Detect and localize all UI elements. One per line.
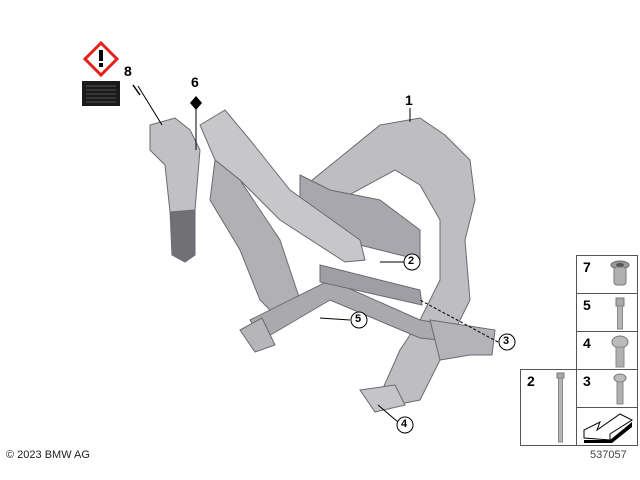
arrow-icon [583, 413, 634, 443]
direction-arrow-cell [576, 407, 638, 446]
pan-head-screw-icon [613, 373, 627, 405]
callout-6[interactable]: 6 [191, 74, 199, 90]
part-cell-2[interactable]: 2 [520, 369, 577, 446]
leader-lines [137, 85, 499, 423]
warning-label-icon [82, 81, 120, 106]
callout-1[interactable]: 1 [405, 92, 413, 108]
copyright: © 2023 BMW AG [6, 449, 90, 461]
part-cell-5[interactable]: 5 [576, 293, 638, 332]
callout-5[interactable]: 5 [355, 313, 362, 325]
part-cell-7[interactable]: 7 [576, 255, 638, 294]
motorcycle-frame [149, 109, 496, 413]
diagram-id: 537057 [590, 449, 627, 461]
part6-diamond-icon [190, 96, 202, 110]
part-number: 5 [583, 297, 591, 313]
callout-8[interactable]: 8 [124, 63, 132, 79]
circled-callouts [350, 253, 516, 434]
long-bolt-icon [556, 372, 565, 443]
pan-head-bolt-icon [611, 335, 629, 368]
callout-4[interactable]: 4 [401, 418, 408, 430]
part-number: 2 [527, 373, 535, 389]
part-number: 7 [583, 259, 591, 275]
callout-2[interactable]: 2 [408, 255, 415, 267]
warning-diamond-icon [82, 40, 120, 78]
part-number: 4 [583, 335, 591, 351]
socket-head-bolt-icon [615, 297, 625, 330]
callout-3[interactable]: 3 [503, 335, 510, 347]
part-cell-3[interactable]: 3 [576, 369, 638, 408]
rivet-nut-icon [610, 260, 630, 286]
part-cell-4[interactable]: 4 [576, 331, 638, 370]
part8-marker [132, 84, 141, 96]
part-number: 3 [583, 373, 591, 389]
